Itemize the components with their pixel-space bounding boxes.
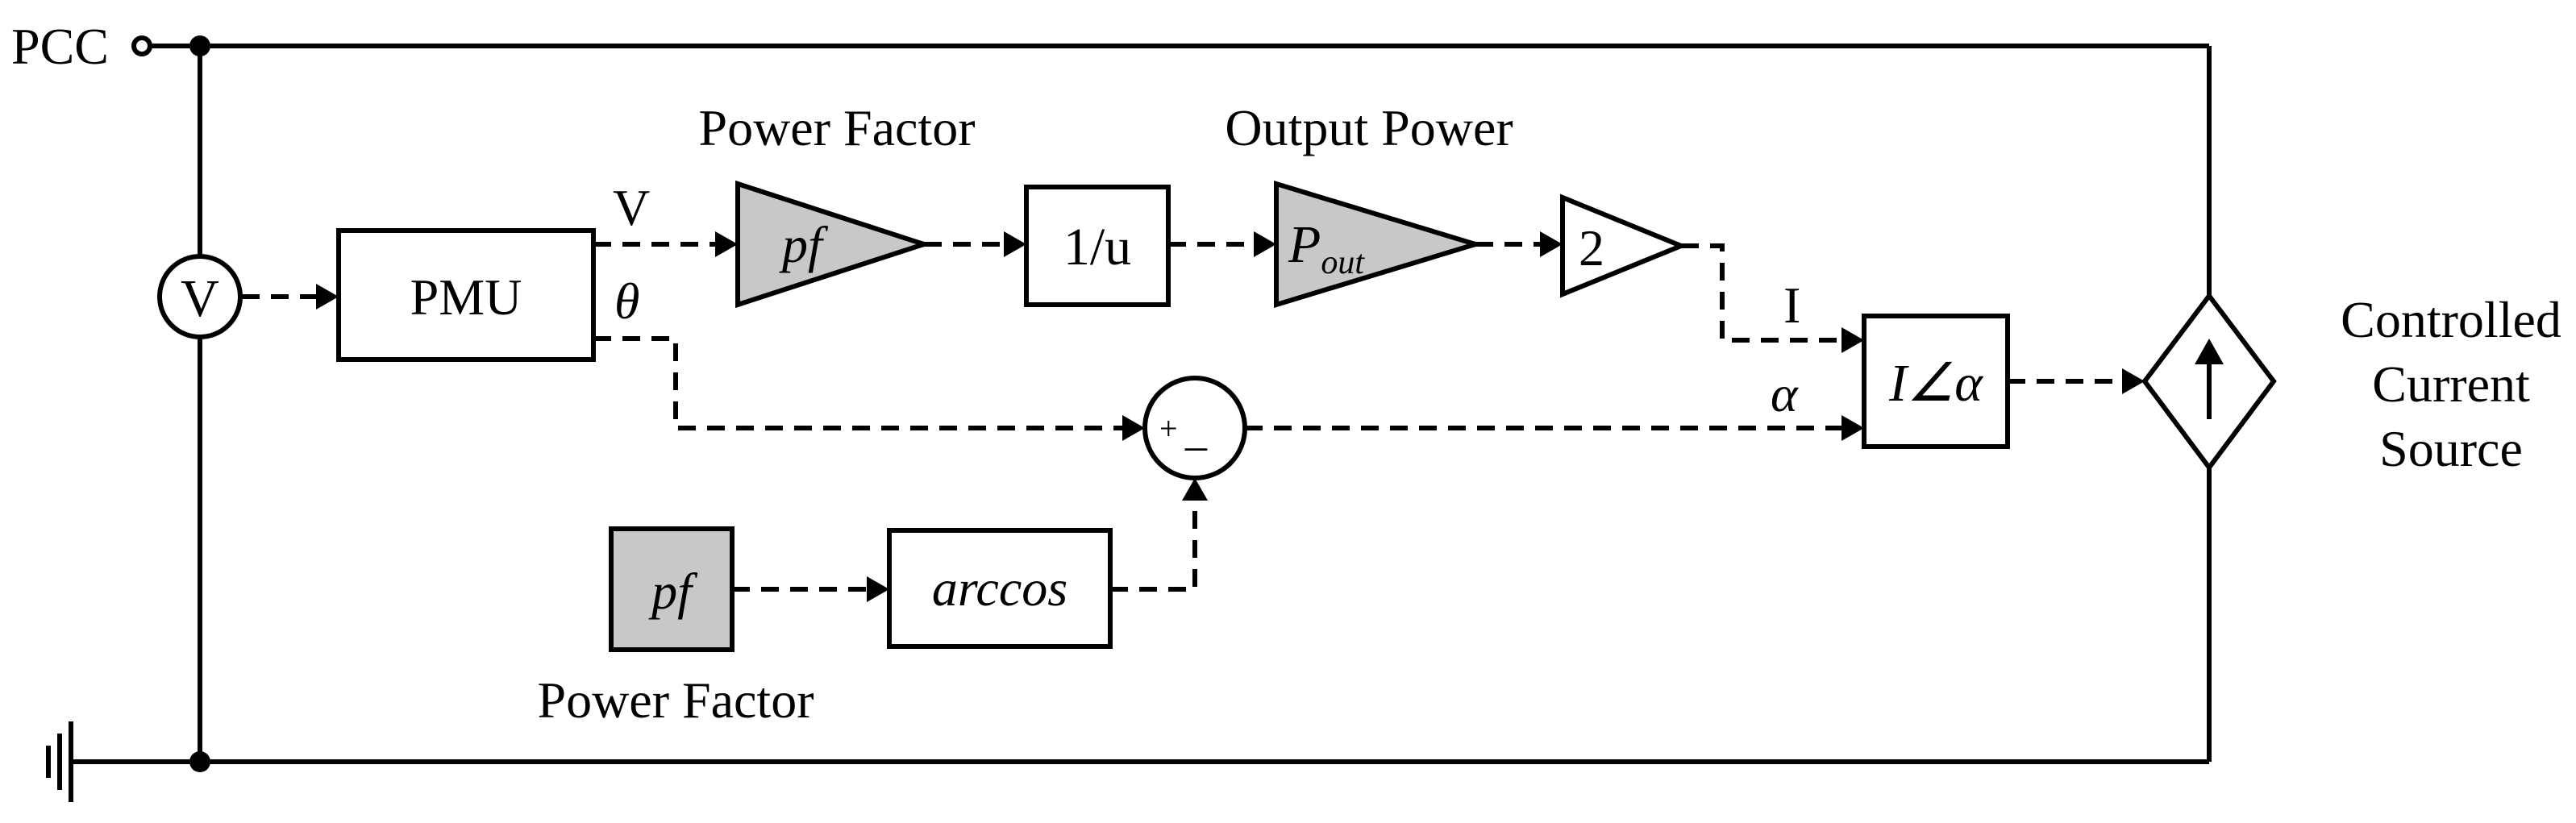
pf-gain-label: pf (779, 216, 829, 273)
sum-plus-label: + (1159, 410, 1178, 447)
controlled-label-line3: Source (2379, 420, 2523, 477)
alpha-signal-label: α (1771, 365, 1799, 422)
polar-block (1862, 314, 2010, 449)
inverse-text: 1/u (1063, 218, 1131, 276)
power-factor-top-label: Power Factor (698, 99, 975, 156)
top-junction-dot (189, 35, 210, 56)
pf-gain-block (735, 180, 932, 309)
power-factor-bottom-label: Power Factor (537, 671, 814, 729)
i-signal-label: I (1783, 276, 1800, 334)
polar-label: I∠α (1888, 354, 1983, 413)
theta-signal-label: θ (614, 272, 639, 330)
voltmeter-label: V (181, 269, 219, 328)
ground-icon (46, 721, 73, 802)
pout-gain-label: Pout (1288, 215, 1365, 281)
sum-minus-label: _ (1184, 406, 1208, 455)
signal-lines (242, 231, 2145, 602)
pmu-block (336, 228, 596, 362)
pout-p: P (1288, 215, 1321, 274)
pf-constant-block (609, 526, 735, 652)
output-power-label: Output Power (1225, 99, 1513, 156)
gain-two-label: 2 (1579, 219, 1604, 276)
bottom-junction-dot (189, 751, 210, 772)
pout-sub: out (1321, 244, 1365, 281)
current-arrow-icon (2195, 339, 2224, 419)
pcc-label: PCC (11, 18, 109, 75)
voltmeter-circle (157, 254, 243, 339)
power-wiring (71, 35, 2212, 772)
pf-constant-label: pf (648, 563, 698, 620)
v-signal-label: V (613, 179, 650, 236)
gain-two-block (1560, 193, 1688, 298)
controlled-label-line1: Controlled (2341, 291, 2561, 348)
pcc-terminal (131, 35, 152, 56)
inverse-label: 1/u (1063, 218, 1131, 276)
pmu-label: PMU (410, 268, 522, 326)
controlled-label-line2: Current (2372, 355, 2530, 413)
arccos-label: arccos (932, 559, 1067, 617)
